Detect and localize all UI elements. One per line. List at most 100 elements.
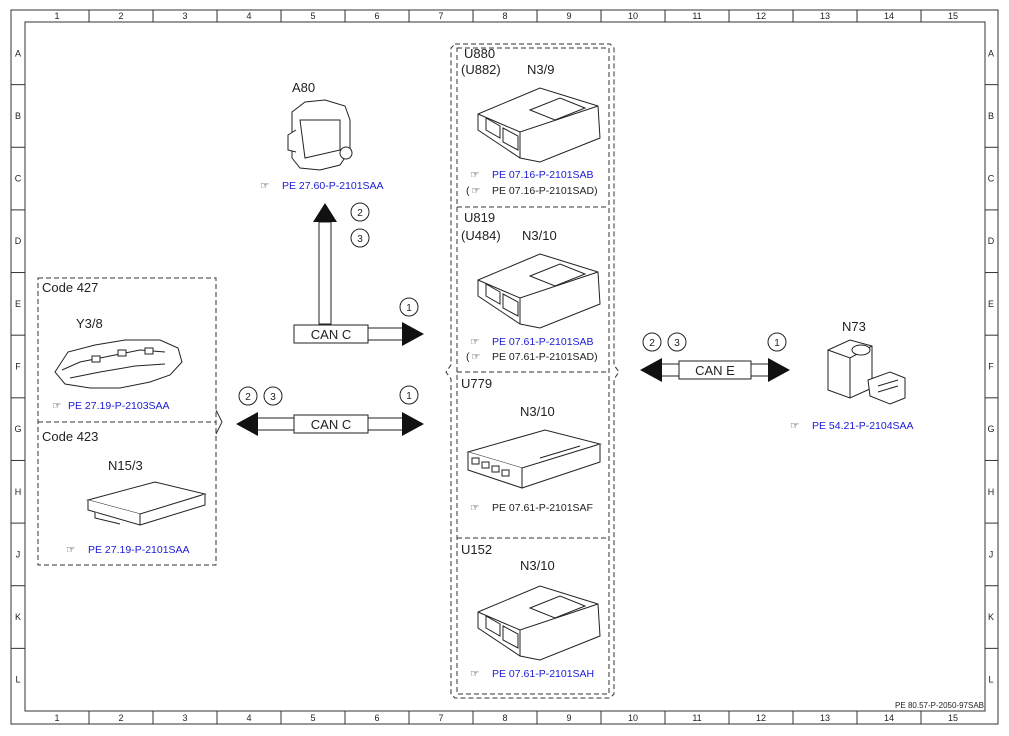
column-label-top: 1 — [54, 11, 59, 21]
row-label-left: D — [15, 236, 22, 246]
can-c-lower-circle-1-text: 1 — [406, 391, 412, 402]
a80-arrow-shaft — [318, 221, 332, 325]
column-label-bottom: 2 — [118, 713, 123, 723]
can-c-lower-circle-3 — [263, 386, 283, 406]
n3-10-c-ecu-icon — [477, 585, 601, 661]
y3-8-ref-link[interactable]: PE 27.19-P-2103SAA — [68, 400, 170, 412]
center-inner-border — [456, 47, 610, 695]
column-label-top: 3 — [182, 11, 187, 21]
column-label-top: 15 — [948, 11, 958, 21]
u779-code: U779 — [461, 376, 492, 391]
n15-3-ref-icon: ☞ — [66, 544, 75, 556]
column-label-top: 10 — [628, 11, 638, 21]
row-label-right: C — [988, 174, 995, 184]
n73-label: N73 — [842, 319, 866, 334]
column-label-bottom: 12 — [756, 713, 766, 723]
n3-10-b-label: N3/10 — [520, 404, 555, 419]
center-group-border — [445, 43, 620, 699]
n15-3-label: N15/3 — [108, 458, 143, 473]
n3-10-b-ecu-icon — [466, 429, 602, 489]
row-label-right: A — [988, 48, 994, 58]
n73-block: N73 ☞ PE 54.21-P-2104SAA — [790, 319, 914, 432]
column-label-bottom: 8 — [502, 713, 507, 723]
a80-block: A80 ☞ PE 27.60-P-2101SAA 2 3 — [260, 80, 384, 325]
u880-code: U880 — [464, 46, 495, 61]
can-c-upper-arrow-right — [402, 322, 424, 346]
a80-arrow-head — [313, 203, 337, 222]
column-label-bottom: 7 — [438, 713, 443, 723]
a80-circle-3 — [350, 228, 370, 248]
a80-ref-link[interactable]: PE 27.60-P-2101SAA — [282, 180, 384, 192]
can-c-upper-circle-1-text: 1 — [406, 303, 412, 314]
n3-10-a-ref-link[interactable]: PE 07.61-P-2101SAB — [492, 336, 594, 348]
column-label-top: 9 — [566, 11, 571, 21]
column-label-top: 14 — [884, 11, 894, 21]
n3-10-c-label: N3/10 — [520, 558, 555, 573]
row-label-right: K — [988, 612, 994, 622]
u484-code: (U484) — [461, 228, 501, 243]
n3-10-a-ref2-link[interactable]: PE 07.61-P-2101SAD) — [492, 351, 598, 363]
y3-8-label: Y3/8 — [76, 316, 103, 331]
column-label-top: 5 — [310, 11, 315, 21]
column-label-bottom: 9 — [566, 713, 571, 723]
row-label-left: E — [15, 299, 21, 309]
n3-9-ecu-icon — [477, 87, 601, 163]
row-label-left: C — [15, 174, 22, 184]
column-label-bottom: 10 — [628, 713, 638, 723]
can-c-lower-arrow-left — [236, 412, 258, 436]
y3-8-ref-icon: ☞ — [52, 400, 61, 412]
row-label-left: J — [16, 549, 21, 559]
n3-9-ref-link[interactable]: PE 07.16-P-2101SAB — [492, 169, 594, 181]
n3-9-ref2-open: ( — [466, 185, 470, 197]
column-label-bottom: 15 — [948, 713, 958, 723]
can-c-lower-box — [293, 414, 369, 434]
a80-circle-2 — [350, 202, 370, 222]
column-label-bottom: 3 — [182, 713, 187, 723]
n3-10-a-label: N3/10 — [522, 228, 557, 243]
footer-code: PE 80.57-P-2050-97SAB — [895, 701, 984, 710]
row-label-left: L — [15, 675, 20, 685]
can-e-box — [678, 360, 752, 380]
left-group-brace — [215, 409, 223, 435]
can-c-lower-arrow-right — [402, 412, 424, 436]
n15-3-ref-link[interactable]: PE 27.19-P-2101SAA — [88, 544, 190, 556]
can-c-lower-circle-3-text: 3 — [270, 392, 276, 403]
n3-10-a-ecu-icon — [477, 253, 601, 329]
u819-code: U819 — [464, 210, 495, 225]
column-label-top: 8 — [502, 11, 507, 21]
n3-10-b-ref-link[interactable]: PE 07.61-P-2101SAF — [492, 502, 593, 514]
n3-10-c-ref-link[interactable]: PE 07.61-P-2101SAH — [492, 668, 594, 680]
inner-frame — [24, 21, 986, 712]
column-label-bottom: 13 — [820, 713, 830, 723]
column-grid: 1122334455667788991010111112121313141415… — [54, 10, 958, 724]
a80-circle-3-text: 3 — [357, 234, 363, 245]
can-c-lower-circle-2 — [238, 386, 258, 406]
a80-ref-icon: ☞ — [260, 180, 269, 192]
can-e-circle-1-text: 1 — [774, 338, 780, 349]
column-label-top: 11 — [692, 11, 701, 21]
can-e-arrow-left — [640, 358, 662, 382]
row-label-left: K — [15, 612, 21, 622]
a80-circle-2-text: 2 — [357, 208, 363, 219]
can-c-lower-bus: CAN C 2 3 1 — [236, 385, 424, 436]
column-label-top: 12 — [756, 11, 766, 21]
column-label-bottom: 14 — [884, 713, 894, 723]
column-label-top: 2 — [118, 11, 123, 21]
n3-10-c-ref-icon: ☞ — [470, 668, 479, 680]
center-group: U880 (U882) N3/9 ☞ PE 07.16-P-2101SAB ( … — [445, 43, 620, 699]
column-label-bottom: 11 — [692, 713, 701, 723]
row-label-right: J — [989, 549, 994, 559]
column-label-top: 7 — [438, 11, 443, 21]
n73-ref-link[interactable]: PE 54.21-P-2104SAA — [812, 420, 914, 432]
n15-3-component-icon — [86, 481, 207, 526]
row-label-right: F — [988, 362, 994, 372]
n3-9-ref2-link[interactable]: PE 07.16-P-2101SAD) — [492, 185, 598, 197]
can-e-label: CAN E — [695, 363, 735, 378]
can-e-circle-3-text: 3 — [674, 338, 680, 349]
n3-10-a-ref2-icon: ☞ — [471, 351, 480, 363]
column-label-bottom: 6 — [374, 713, 379, 723]
row-label-right: G — [987, 424, 994, 434]
can-e-circle-1 — [767, 332, 787, 352]
can-e-circle-3 — [667, 332, 687, 352]
